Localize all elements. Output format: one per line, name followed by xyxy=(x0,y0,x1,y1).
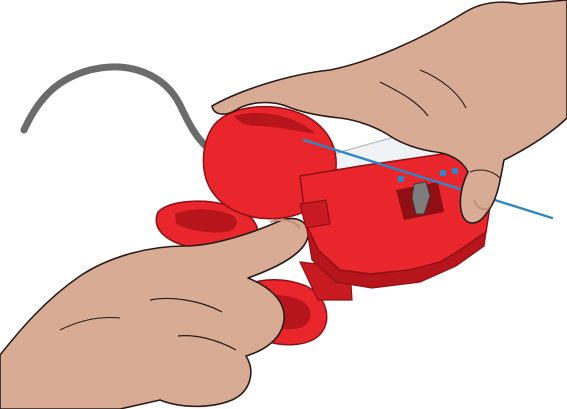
tool-trigger xyxy=(300,200,330,228)
gauge-tab-3 xyxy=(452,168,458,174)
grey-cable xyxy=(24,67,208,148)
left-hand xyxy=(0,218,308,409)
gauge-tab-1 xyxy=(398,176,404,182)
gauge-tab-2 xyxy=(440,170,446,176)
